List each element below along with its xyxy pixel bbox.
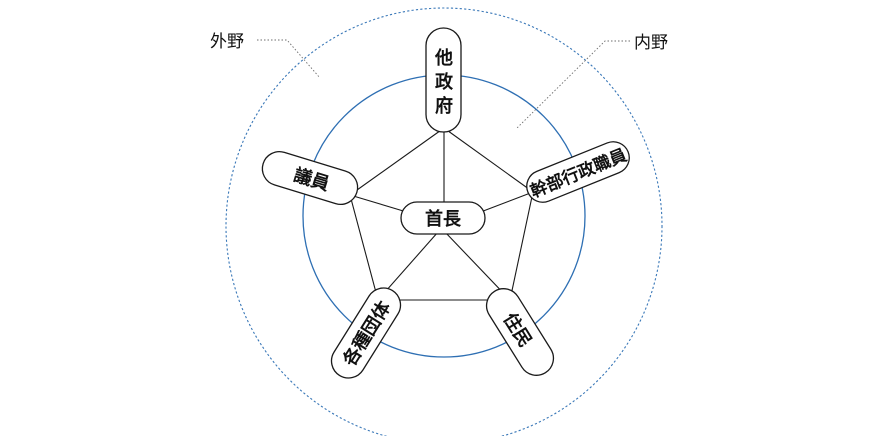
outer-zone-label: 外野	[210, 32, 244, 52]
node-residents: 住民	[485, 288, 555, 376]
inner-zone-leader	[516, 40, 630, 129]
edge-left-top	[349, 127, 445, 196]
center-node-label: 首長	[425, 208, 462, 230]
node-other-gov: 他政府	[425, 27, 462, 133]
center-node: 首長	[400, 201, 486, 235]
edge-top-right	[443, 127, 534, 193]
node-senior-officials-shape	[526, 141, 630, 203]
center-node-shape	[400, 201, 486, 235]
outer-zone-leader	[257, 39, 321, 79]
edge-right-bottomright	[509, 191, 534, 301]
edge-bottomleft-left	[349, 194, 379, 301]
spoke-right	[477, 191, 534, 214]
node-residents-shape	[485, 288, 555, 376]
node-various-groups: 各種団体	[330, 287, 402, 379]
node-other-gov-shape	[425, 27, 462, 133]
node-various-groups-shape	[330, 287, 402, 379]
node-council-members: 議員	[261, 150, 359, 206]
inner-zone-label: 内野	[634, 33, 668, 53]
outer-zone-circle	[225, 7, 663, 436]
node-other-gov-label: 他政府	[434, 47, 454, 117]
node-senior-officials: 幹部行政職員	[526, 141, 630, 203]
spoke-left	[349, 194, 411, 214]
